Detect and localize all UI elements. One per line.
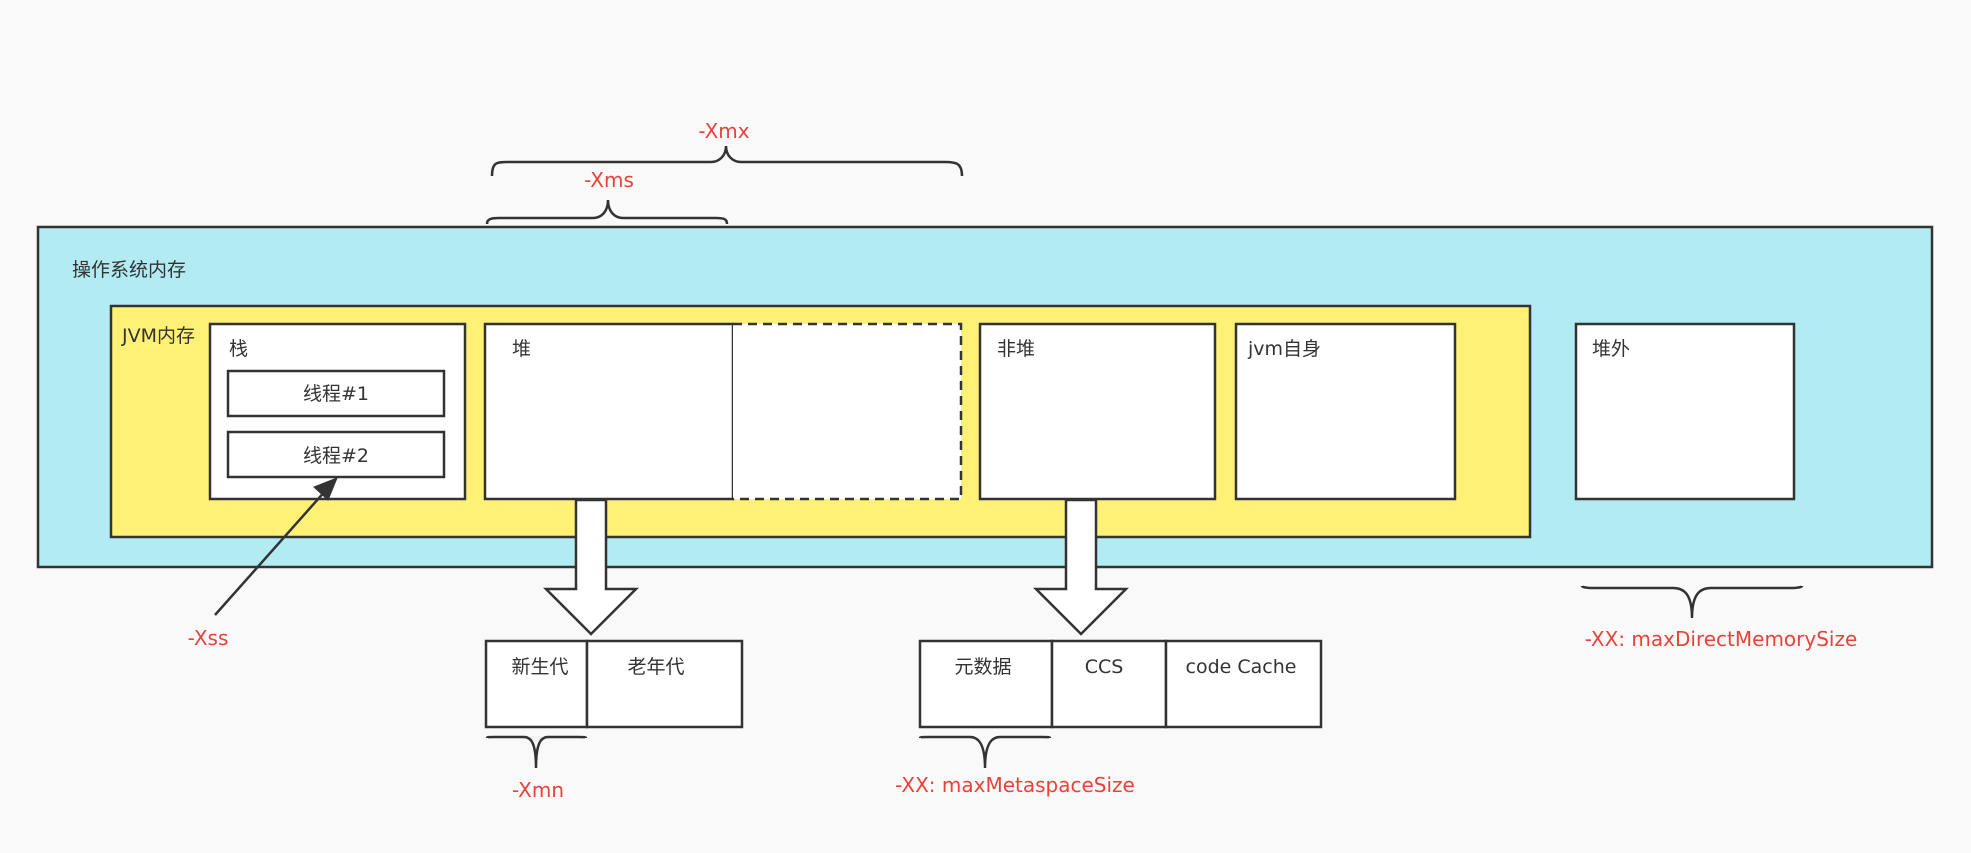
- heap-down-arrow: [542, 498, 640, 636]
- max-metaspace-param-label: -XX: maxMetaspaceSize: [895, 773, 1135, 797]
- off-heap-label: 堆外: [1592, 338, 1631, 360]
- xmn-brace: [485, 735, 588, 769]
- direct-memory-brace: [1580, 585, 1804, 619]
- xmx-param-label: -Xmx: [698, 119, 750, 143]
- max-direct-memory-param-label: -XX: maxDirectMemorySize: [1584, 627, 1858, 651]
- jvm-self-box: [1234, 322, 1457, 501]
- xms-brace: [485, 199, 729, 225]
- xms-param-label: -Xms: [584, 168, 634, 192]
- xss-arrow-head: [313, 477, 338, 501]
- heap-expand-box: [733, 324, 961, 499]
- code-cache-box: [1164, 639, 1323, 729]
- thread1-label: 线程#1: [302, 383, 370, 405]
- metadata-label: 元数据: [954, 656, 1012, 678]
- xss-param-label: -Xss: [187, 626, 229, 650]
- xmn-param-label: -Xmn: [511, 778, 565, 802]
- jvm-self-label: jvm自身: [1248, 338, 1322, 360]
- young-gen-box: [484, 639, 589, 729]
- os-memory-label: 操作系统内存: [72, 259, 187, 281]
- young-gen-label: 新生代: [511, 656, 569, 678]
- old-gen-box: [585, 639, 744, 729]
- xmx-brace: [490, 145, 964, 177]
- thread1-box: [226, 369, 446, 418]
- non-heap-label: 非堆: [997, 338, 1036, 360]
- metaspace-brace: [918, 735, 1052, 769]
- ccs-label: CCS: [1084, 656, 1124, 678]
- stack-label: 栈: [229, 338, 249, 360]
- xss-arrow-line: [214, 488, 328, 616]
- heap-box: [483, 322, 735, 501]
- ccs-box: [1050, 639, 1168, 729]
- code-cache-label: code Cache: [1185, 656, 1297, 678]
- non-heap-down-arrow: [1032, 498, 1130, 636]
- thread2-box: [226, 430, 446, 479]
- heap-expand-border: [733, 322, 963, 501]
- jvm-memory-label: JVM内存: [122, 325, 195, 347]
- heap-label: 堆: [512, 338, 532, 360]
- metadata-box: [918, 639, 1054, 729]
- old-gen-label: 老年代: [627, 656, 685, 678]
- off-heap-box: [1574, 322, 1796, 501]
- thread2-label: 线程#2: [302, 445, 370, 467]
- non-heap-box: [978, 322, 1217, 501]
